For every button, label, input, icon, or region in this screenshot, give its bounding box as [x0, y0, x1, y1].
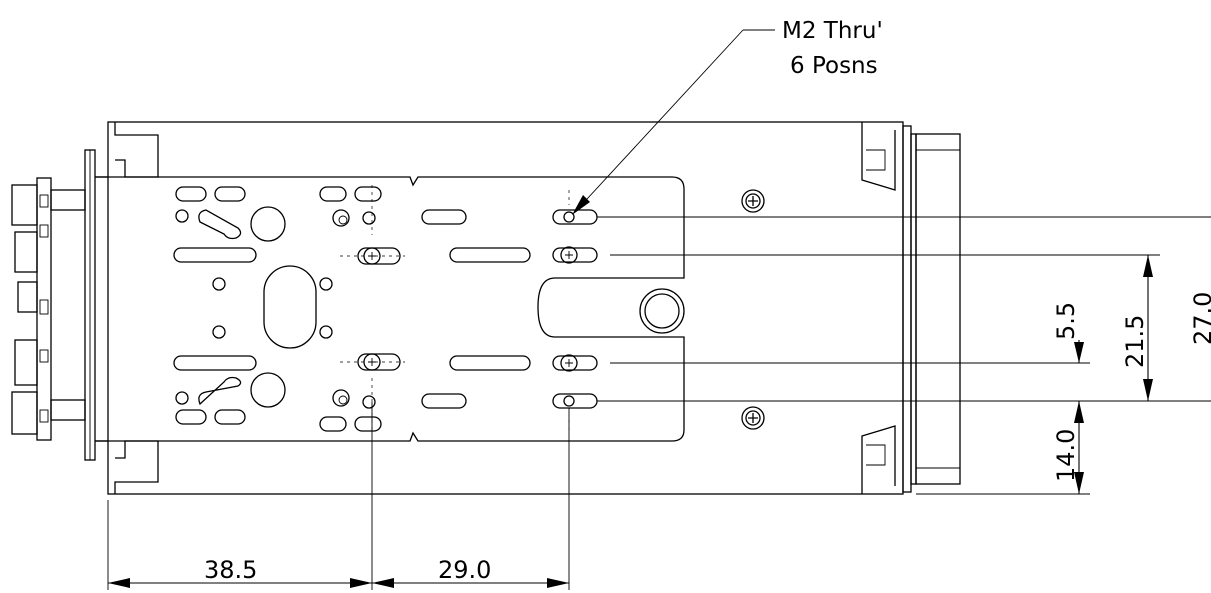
dimension-14-0 [1074, 401, 1084, 494]
dimension-38-5-label: 38.5 [204, 556, 257, 584]
callout-label-line2: 6 Posns [790, 53, 878, 79]
dimension-5-5 [1074, 340, 1084, 363]
camera-body [95, 121, 904, 495]
dimension-27-0-label: 27.0 [1189, 292, 1211, 345]
front-flange [902, 125, 961, 493]
extension-lines [107, 216, 1211, 590]
dimension-21-5 [1143, 255, 1153, 401]
mounting-plate [95, 176, 685, 442]
dimension-21-5-label: 21.5 [1121, 315, 1149, 368]
callout-label-line1: M2 Thru' [782, 18, 883, 44]
dimension-29-0-label: 29.0 [438, 556, 491, 584]
dimension-5-5-label: 5.5 [1052, 302, 1080, 340]
dimension-29-0 [372, 578, 569, 588]
callout-leader [572, 29, 775, 215]
dimension-38-5 [108, 578, 372, 588]
dimension-14-0-label: 14.0 [1052, 429, 1080, 482]
pcb-assembly [11, 149, 96, 461]
centerlines [340, 185, 570, 432]
plate-features [173, 186, 765, 432]
